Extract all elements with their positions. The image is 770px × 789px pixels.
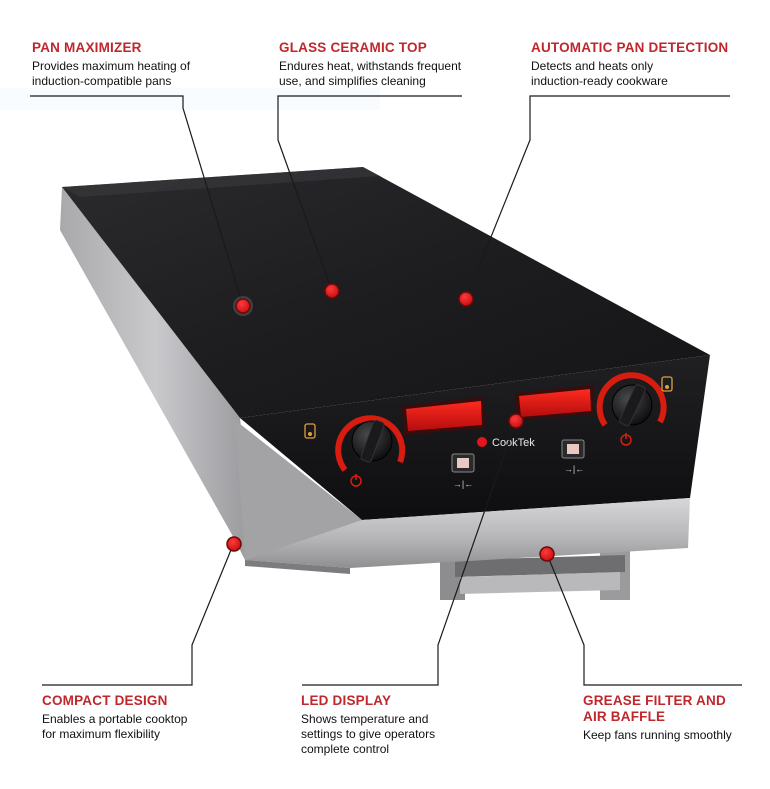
leader-pan-maximizer [30,95,244,307]
pan-indicator-icon-right [661,376,673,392]
mode-button-left[interactable]: →|← [451,453,475,489]
cooktop-stand [440,540,630,600]
mode-button-right[interactable]: →|← [561,439,585,474]
power-icon-right [620,433,632,446]
leader-automatic-pan-detection [465,95,730,300]
leader-glass-ceramic-top [277,95,462,292]
leader-compact-design [42,544,234,686]
brand-logo-text: CookTek [492,437,535,449]
callout-title: LED DISPLAY [301,693,392,708]
callout-description: Keep fans running smoothly [583,728,732,742]
callout-description: Detects and heats only induction-ready c… [531,59,668,88]
hotspot-led-display[interactable] [508,413,524,429]
cooktop-base-side [235,420,362,565]
ghost-watermark [0,88,380,110]
svg-text:→|←: →|← [453,479,473,489]
callout-description: Shows temperature and settings to give o… [301,712,436,756]
cooktop-front-skirt [245,498,690,568]
callout-description: Provides maximum heating of induction-co… [32,59,191,88]
cooktop-left-side [60,187,250,560]
leader-led-display [302,420,517,686]
hotspot-glass-ceramic-top[interactable] [324,283,340,299]
pan-indicator-icon-left [304,423,316,439]
hotspot-automatic-pan-detection[interactable] [458,291,474,307]
callout-leader-lines [30,95,742,686]
glass-ceramic-surface [62,167,710,418]
power-icon-left [350,474,362,487]
callout-automatic-pan-detection: AUTOMATIC PAN DETECTION Detects and heat… [531,40,741,89]
callout-led-display: LED DISPLAY Shows temperature and settin… [301,693,466,757]
callout-pan-maximizer: PAN MAXIMIZER Provides maximum heating o… [32,40,242,89]
power-knob-left[interactable] [335,415,406,472]
leader-grease-filter [546,553,742,686]
callout-title: AUTOMATIC PAN DETECTION [531,40,729,55]
callout-description: Endures heat, withstands frequent use, a… [279,59,462,88]
callout-title: GREASE FILTER AND AIR BAFFLE [583,693,726,724]
callout-compact-design: COMPACT DESIGN Enables a portable cookto… [42,693,217,742]
callout-title: COMPACT DESIGN [42,693,168,708]
power-knob-right[interactable] [596,372,667,427]
callout-grease-filter: GREASE FILTER AND AIR BAFFLE Keep fans r… [583,693,753,743]
led-display-left [402,397,485,435]
hotspot-compact-design[interactable] [226,536,242,552]
led-display-right [515,385,594,420]
brand-logo: CookTek [477,437,535,449]
callout-glass-ceramic-top: GLASS CERAMIC TOP Endures heat, withstan… [279,40,479,89]
callout-title: GLASS CERAMIC TOP [279,40,427,55]
hotspot-pan-maximizer[interactable] [233,296,253,316]
callout-title: PAN MAXIMIZER [32,40,142,55]
svg-text:→|←: →|← [564,464,584,474]
callout-description: Enables a portable cooktop for maximum f… [42,712,188,741]
hotspot-grease-filter[interactable] [539,546,555,562]
